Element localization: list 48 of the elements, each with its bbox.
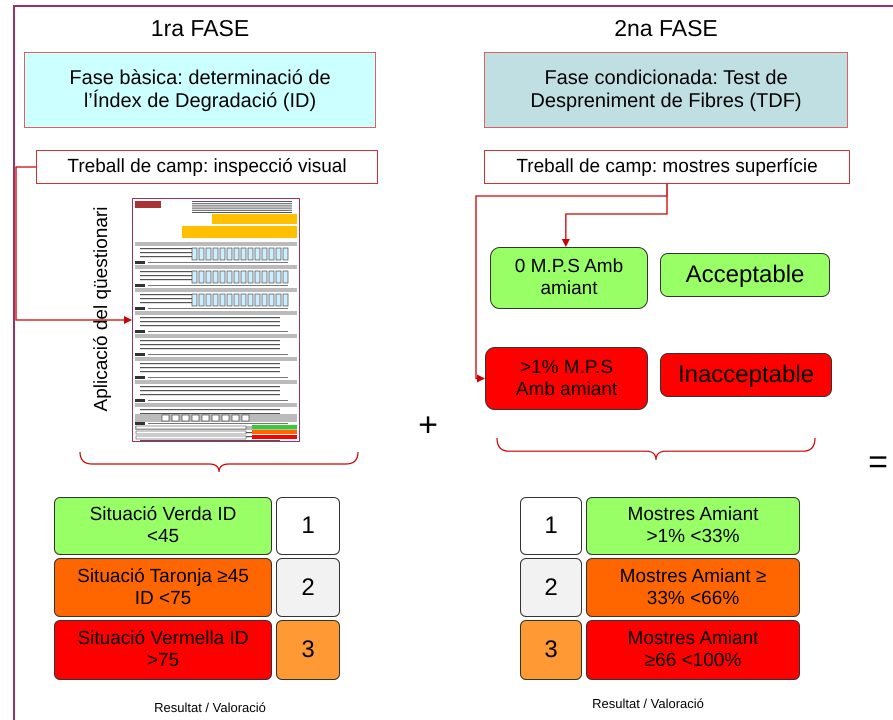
box-text: Situació Vermella ID >75	[76, 628, 250, 672]
phase-heading: 1ra FASE	[150, 15, 250, 42]
box-text: Situació Taronja ≥45 ID <75	[76, 566, 250, 610]
level-box	[520, 497, 582, 555]
sample-box	[586, 620, 800, 680]
sample-box	[586, 497, 800, 555]
arrow	[475, 184, 668, 382]
box-text: 2	[543, 574, 559, 602]
fieldwork-box	[36, 150, 378, 184]
result-box	[490, 247, 648, 309]
box-text: Mostres Amiant >1% <33%	[626, 504, 760, 548]
box-text: 3	[300, 636, 316, 664]
box-text: >1% M.P.S Amb amiant	[514, 356, 618, 400]
box-text: Fase bàsica: determinació de l’Índex de Degradació (ID)	[68, 67, 332, 113]
box-text: Mostres Amiant ≥ 33% <66%	[618, 566, 768, 610]
situation-box	[54, 620, 272, 680]
box-text: Acceptable	[684, 261, 806, 289]
phase-heading: 2na FASE	[613, 15, 719, 42]
result-box	[485, 347, 648, 410]
level-box	[520, 620, 582, 680]
level-box	[276, 497, 340, 555]
box-text: 3	[543, 636, 559, 664]
box-text: Inacceptable	[676, 361, 816, 389]
arrow	[15, 166, 132, 324]
box-text: Treball de camp: inspecció visual	[66, 156, 348, 178]
plus-sign: +	[418, 408, 438, 442]
situation-box	[54, 558, 272, 617]
result-caption: Resultat / Valoració	[154, 700, 266, 714]
box-text: 1	[543, 512, 559, 540]
box-text: 1	[300, 512, 316, 540]
box-text: Mostres Amiant ≥66 <100%	[626, 628, 760, 672]
box-text: Fase condicionada: Test de Despreniment de Fibres (TDF)	[529, 67, 803, 113]
verdict-box	[660, 353, 832, 397]
box-text: 0 M.P.S Amb amiant	[514, 256, 624, 300]
questionnaire-drawing	[132, 198, 300, 442]
result-caption: Resultat / Valoració	[592, 696, 704, 710]
level-box	[520, 558, 582, 617]
verdict-box	[660, 253, 830, 297]
box-text: 2	[300, 574, 316, 602]
level-box	[276, 620, 340, 680]
sample-box	[586, 558, 800, 617]
fieldwork-box	[484, 150, 850, 184]
level-box	[276, 558, 340, 617]
side-caption: Aplicació del qüestionari	[91, 206, 113, 414]
situation-box	[54, 497, 272, 555]
equals-sign: =	[868, 445, 888, 479]
box-text: Treball de camp: mostres superfície	[515, 156, 819, 178]
box-text: Situació Verda ID <45	[88, 504, 238, 548]
